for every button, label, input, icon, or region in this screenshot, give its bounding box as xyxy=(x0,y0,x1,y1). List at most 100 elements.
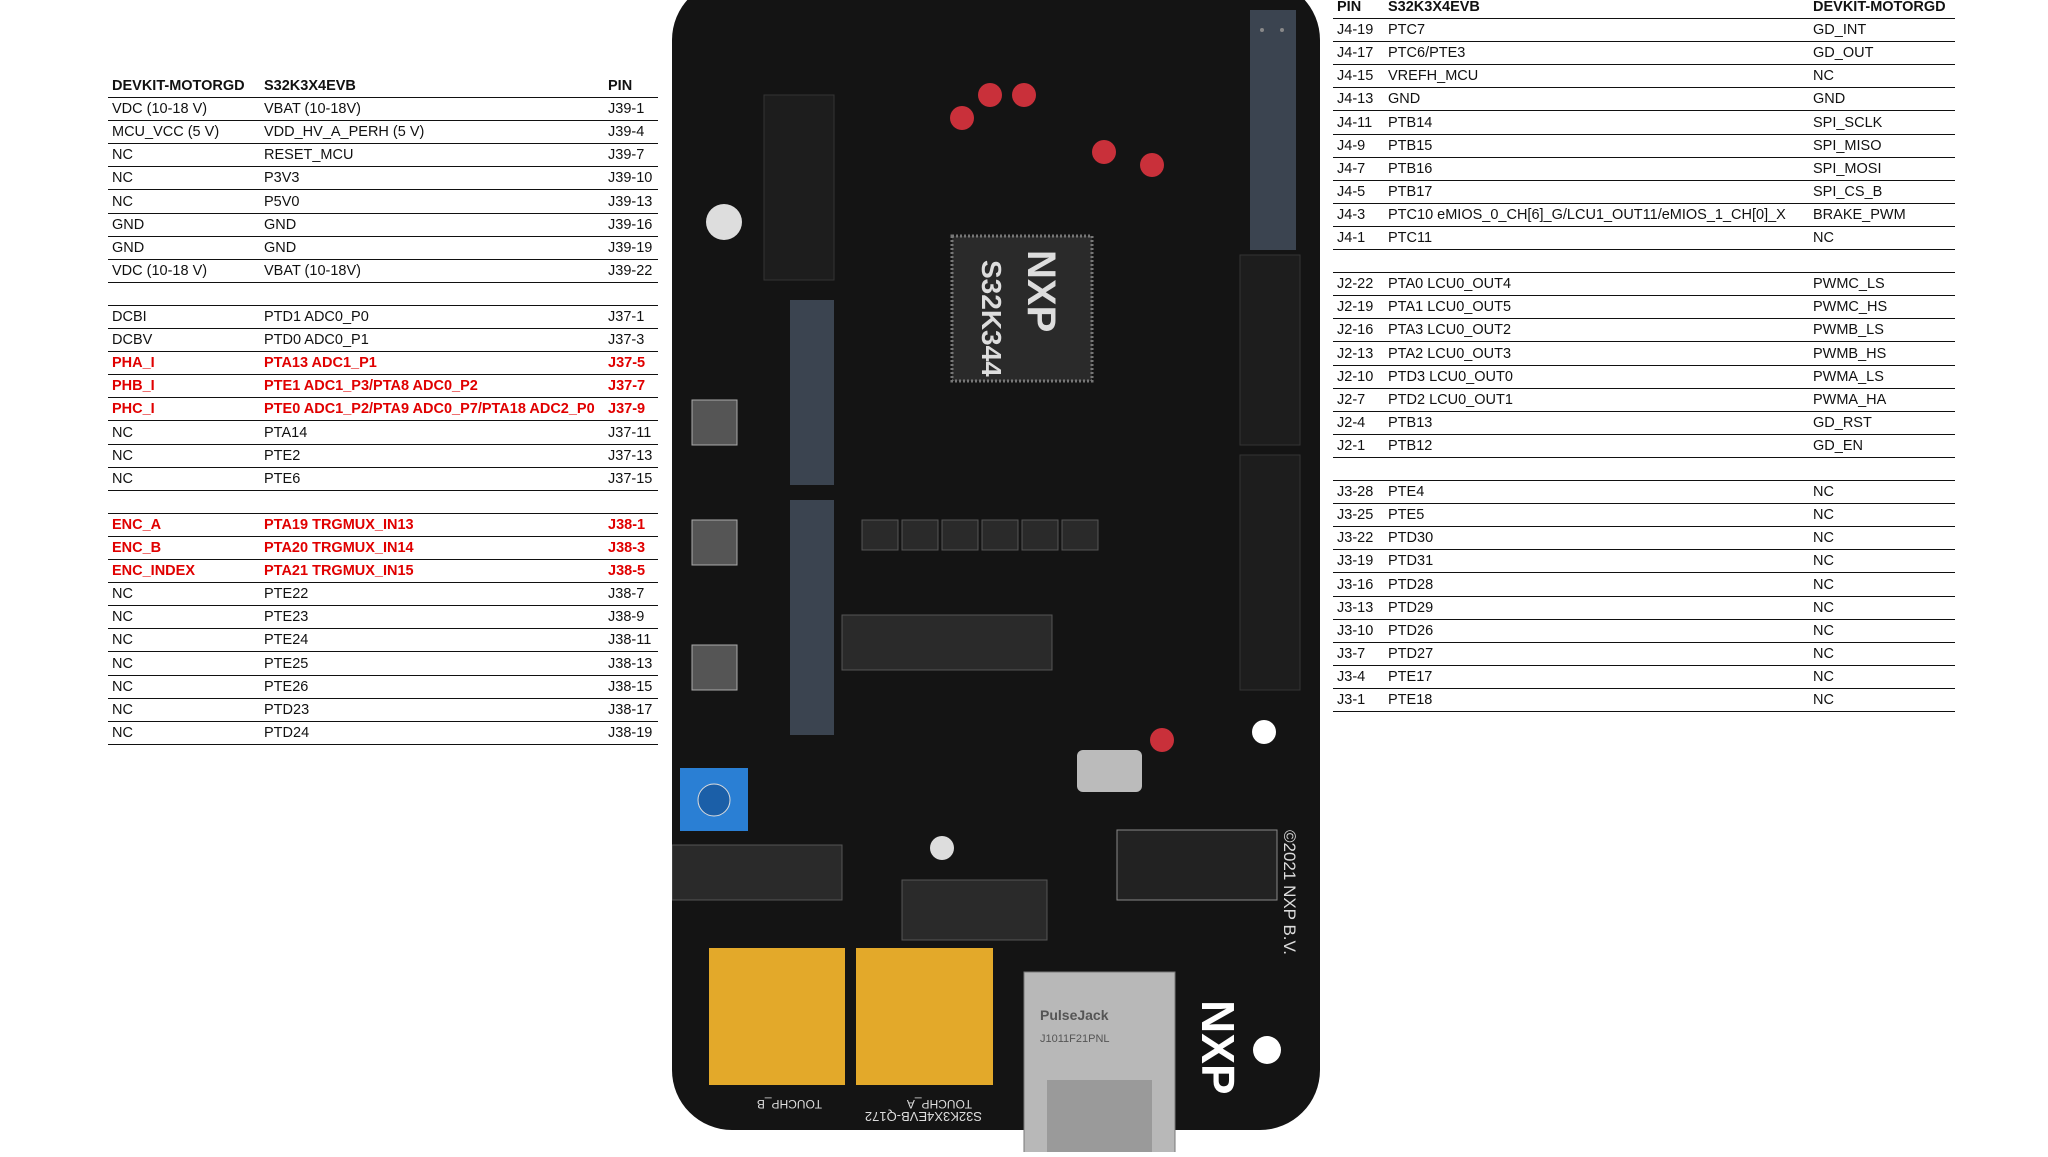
cell: J4-1 xyxy=(1337,230,1366,246)
cell: J39-19 xyxy=(608,239,653,256)
jack-part: J1011F21PNL xyxy=(1040,1033,1110,1045)
header-j4 xyxy=(1250,10,1296,250)
cell: PTA13 ADC1_P1 xyxy=(264,355,377,372)
cell: NC xyxy=(112,609,133,626)
jack-brand: PulseJack xyxy=(1040,1007,1109,1023)
cell: PTA0 LCU0_OUT4 xyxy=(1388,276,1512,293)
cell: GD_RST xyxy=(1813,414,1872,431)
cell: J3-25 xyxy=(1337,507,1374,524)
table-row: VDC (10-18 V)VBAT (10-18V)J39-22 xyxy=(108,260,658,283)
cell: PTC7 xyxy=(1388,22,1426,39)
cell: J39-10 xyxy=(608,170,653,187)
cell: PTE18 xyxy=(1388,692,1433,708)
cell: NC xyxy=(112,701,133,718)
cell: P5V0 xyxy=(264,193,300,210)
cell: DCBI xyxy=(112,309,147,325)
cell: VREFH_MCU xyxy=(1388,68,1479,85)
cell: J3-19 xyxy=(1337,553,1374,570)
section-separator xyxy=(1333,458,1955,481)
cell: S32K3X4EVB xyxy=(264,78,356,94)
cell: J2-16 xyxy=(1337,322,1374,339)
cell: DEVKIT-MOTORGD xyxy=(112,78,245,94)
cell: NC xyxy=(1813,599,1834,616)
section-separator xyxy=(108,491,658,514)
cell: J38-5 xyxy=(608,563,646,580)
cell: VDC (10-18 V) xyxy=(112,262,208,279)
cell: NC xyxy=(112,424,133,441)
cell: J2-22 xyxy=(1337,276,1374,293)
cell: PTD30 xyxy=(1388,530,1434,547)
cell: GD_INT xyxy=(1813,22,1867,39)
cell: J38-15 xyxy=(608,678,653,695)
cell: PHC_I xyxy=(112,401,155,418)
touch-b-label: TOUCHP_B xyxy=(757,1097,822,1111)
cell: NC xyxy=(112,147,133,164)
cell: J3-10 xyxy=(1337,622,1374,639)
cell: PTE2 xyxy=(264,447,301,464)
cell: J39-13 xyxy=(608,193,653,210)
cell: PTE25 xyxy=(264,655,309,672)
cell: PWMB_HS xyxy=(1813,345,1887,362)
cell: J38-7 xyxy=(608,586,645,603)
section-separator xyxy=(1333,250,1955,274)
cell: J3-7 xyxy=(1337,645,1366,662)
cell: NC xyxy=(1813,622,1834,639)
cell: NC xyxy=(112,170,133,187)
cell: PTB14 xyxy=(1388,114,1433,131)
cell: PTE23 xyxy=(264,609,309,626)
cell: NC xyxy=(1813,230,1834,246)
mcu-chip xyxy=(950,234,1094,383)
header-j37 xyxy=(790,300,834,485)
table-row: MCU_VCC (5 V)VDD_HV_A_PERH (5 V)J39-4 xyxy=(108,121,658,145)
table-row: VDC (10-18 V)VBAT (10-18V)J39-1 xyxy=(108,98,658,122)
cell: NC xyxy=(1813,530,1834,547)
cell: PTE1 ADC1_P3/PTA8 ADC0_P2 xyxy=(264,378,478,395)
cell: PTC6/PTE3 xyxy=(1388,45,1466,62)
cell: NC xyxy=(1813,645,1834,662)
cell: GND xyxy=(112,239,145,256)
cell: NC xyxy=(1813,668,1834,685)
cell: J3-28 xyxy=(1337,484,1374,501)
cell: PTD24 xyxy=(264,724,310,741)
cell: J2-13 xyxy=(1337,345,1374,362)
touch-pad-b xyxy=(709,948,845,1085)
cell: PTE24 xyxy=(264,632,309,649)
cell: PTD27 xyxy=(1388,645,1434,662)
cell: GND xyxy=(1388,91,1421,108)
cell: ENC_A xyxy=(112,516,162,533)
cell: NC xyxy=(112,447,133,464)
s32k3x4evb-board-photo: S32K344 NXP TOUCHP_B TOUC xyxy=(671,0,1322,1157)
header-j2 xyxy=(1239,254,1301,446)
cell: J38-17 xyxy=(608,701,653,718)
cell: GD_EN xyxy=(1813,437,1863,454)
cell: J4-11 xyxy=(1337,114,1373,131)
cell: PTD1 ADC0_P0 xyxy=(264,309,369,325)
cell: GND xyxy=(264,216,297,233)
touch-pad-a xyxy=(856,948,993,1085)
cell: NC xyxy=(1813,692,1834,708)
touch-a-label: TOUCHP_A xyxy=(907,1097,972,1111)
cell: J3-16 xyxy=(1337,576,1374,593)
